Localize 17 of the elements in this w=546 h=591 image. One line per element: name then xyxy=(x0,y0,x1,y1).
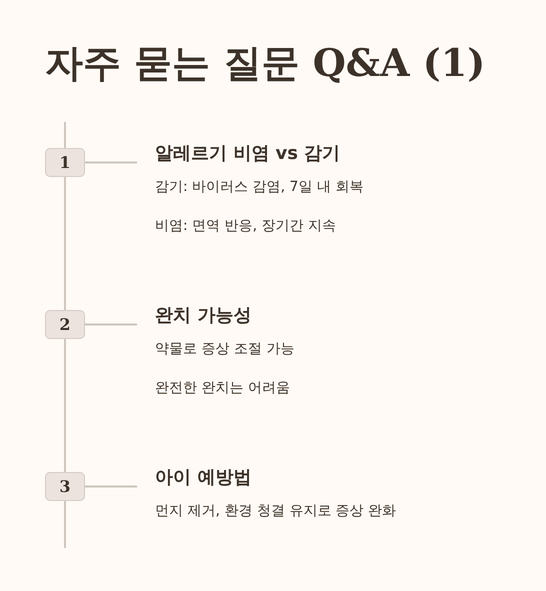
step-heading: 아이 예방법 xyxy=(155,466,252,490)
step-number-badge: 2 xyxy=(45,310,85,339)
step-number-badge: 3 xyxy=(45,472,85,501)
step-text: 감기: 바이러스 감염, 7일 내 회복 xyxy=(155,178,364,197)
timeline-line xyxy=(64,339,66,472)
connector-line xyxy=(85,324,137,326)
step-text: 완전한 완치는 어려움 xyxy=(155,379,291,398)
step-text: 비염: 면역 반응, 장기간 지속 xyxy=(155,217,337,236)
connector-line xyxy=(85,486,137,488)
timeline-line xyxy=(64,177,66,310)
step-number-badge: 1 xyxy=(45,148,85,177)
step-heading: 알레르기 비염 vs 감기 xyxy=(155,142,342,166)
title: 자주 묻는 질문 Q&A (1) xyxy=(45,39,486,87)
step-text: 약물로 증상 조절 가능 xyxy=(155,340,296,359)
step-text: 먼지 제거, 환경 청결 유지로 증상 완화 xyxy=(155,502,398,521)
step-heading: 완치 가능성 xyxy=(155,304,252,328)
connector-line xyxy=(85,162,137,164)
